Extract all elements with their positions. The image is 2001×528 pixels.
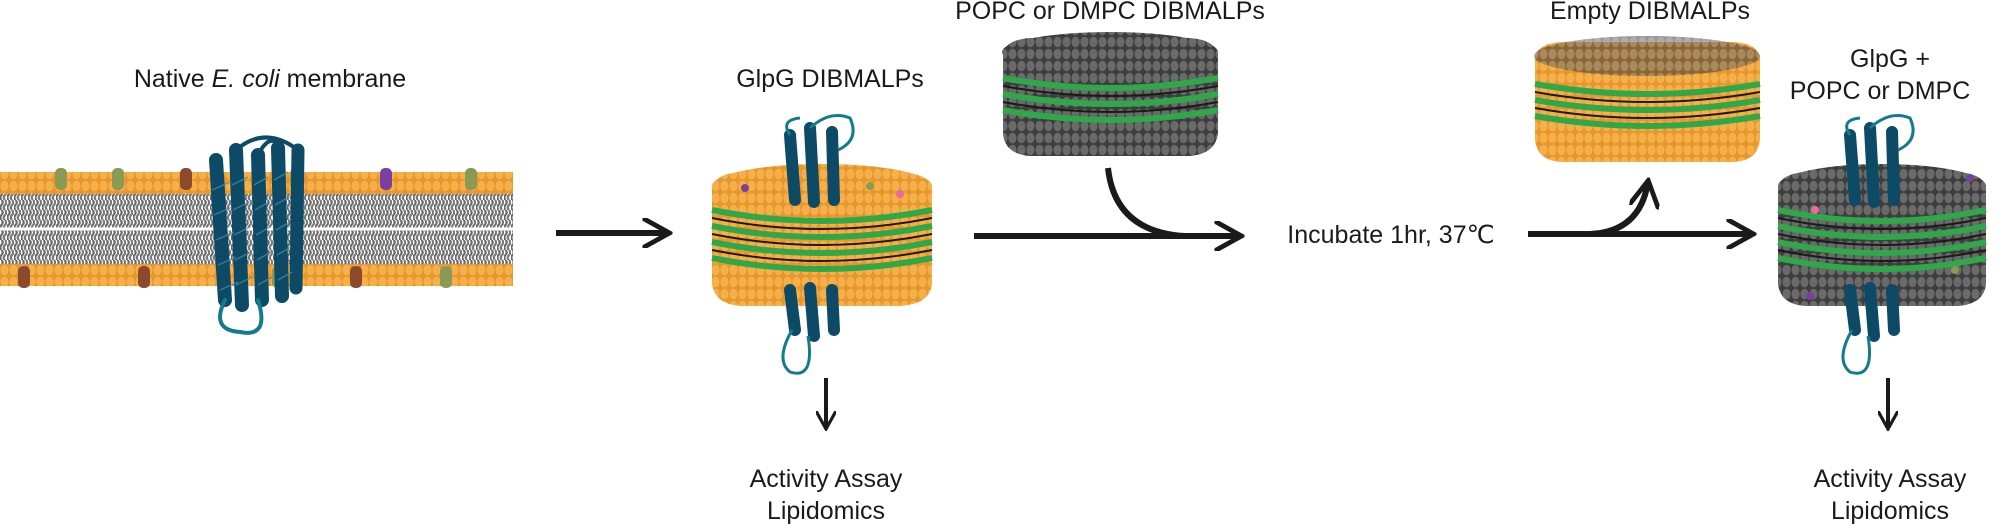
label-glpg-dibmalps: GlpG DIBMALPs (736, 65, 924, 93)
product-dibmalp-disc (1777, 114, 1987, 375)
native-membrane-illustration (0, 135, 513, 335)
label-assay-left-line2: Lipidomics (766, 497, 886, 525)
glpg-dibmalp-disc (711, 114, 933, 375)
empty-dibmalp-disc (1534, 36, 1761, 162)
synthetic-lipid-dibmalp-disc (1002, 32, 1219, 156)
process-arrow (1589, 182, 1648, 237)
label-native-species: E. coli (211, 65, 280, 93)
label-native-prefix: Native (133, 65, 212, 93)
label-assay-right-line2: Lipidomics (1830, 497, 1950, 525)
label-product-line2: POPC or DMPC (1789, 77, 1971, 105)
label-product-line1: GlpG + (1850, 45, 1930, 73)
label-assay-right-line1: Activity Assay (1813, 465, 1967, 493)
label-incubate: Incubate 1hr, 37℃ (1287, 221, 1495, 249)
label-native-membrane: Native E. coli membrane (105, 64, 435, 94)
label-native-suffix: membrane (279, 65, 407, 93)
label-assay-left-line1: Activity Assay (749, 465, 903, 493)
label-empty-dibmalps: Empty DIBMALPs (1549, 0, 1751, 25)
process-arrow (1105, 167, 1186, 239)
label-popc-dmpc-dibmalps: POPC or DMPC DIBMALPs (955, 0, 1265, 25)
